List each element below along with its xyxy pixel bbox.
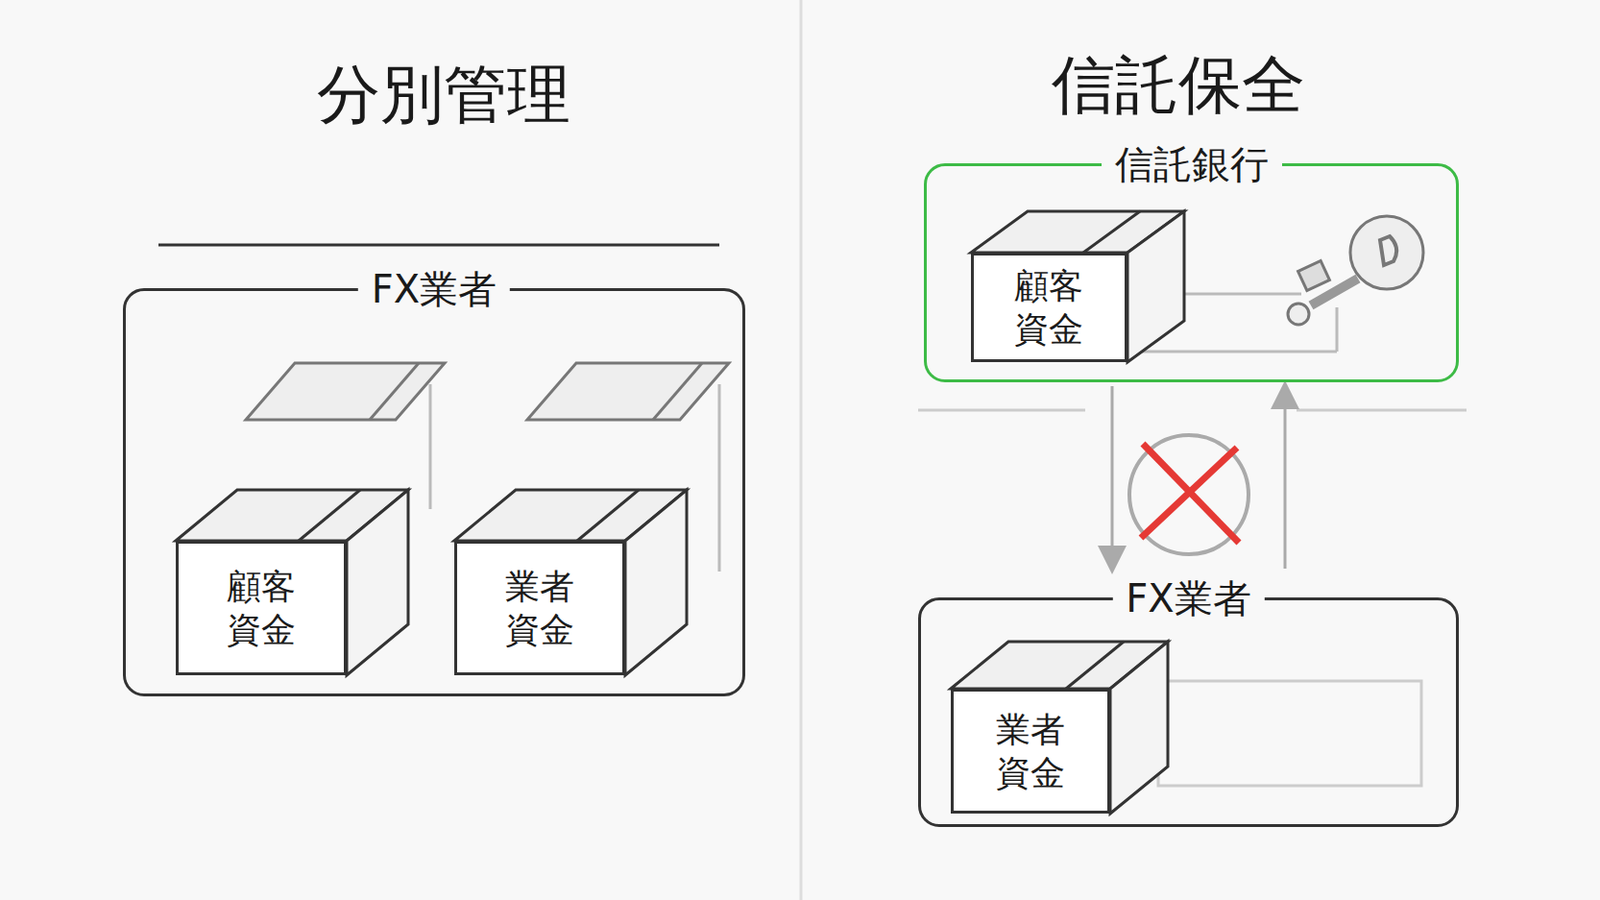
crate-lid (245, 363, 729, 420)
panel-title: 分別管理 (316, 63, 571, 127)
crate-tape (577, 489, 639, 541)
crate-side (625, 489, 687, 676)
company-box: FX業者業者 資金 (918, 597, 1459, 827)
rule-line (158, 243, 720, 247)
panel-title: 信託保全 (1051, 53, 1306, 118)
fund-box: 業者 資金 (454, 540, 626, 676)
crate-tape (1066, 641, 1124, 689)
flow-arrow (1284, 386, 1287, 569)
box-label: 顧客 資金 (221, 564, 302, 652)
crate-side (1127, 211, 1185, 363)
separator-line (918, 409, 1467, 413)
blocked-mark (1129, 435, 1249, 555)
crate-side (346, 489, 409, 676)
fund-box: 顧客 資金 (175, 540, 347, 676)
box-label: 業者 資金 (500, 564, 581, 652)
empty-slot (1158, 680, 1422, 786)
company-box: 信託銀行顧客 資金 (923, 163, 1459, 383)
company-box: FX業者顧客 資金業者 資金 (122, 288, 746, 697)
box-heading: 信託銀行 (1101, 143, 1283, 186)
crate-tape (1083, 211, 1140, 253)
divider (800, 0, 803, 900)
box-label: 業者 資金 (991, 707, 1071, 795)
crate-tape (298, 489, 361, 541)
flow-arrow (1111, 386, 1115, 569)
box-heading: FX業者 (358, 267, 510, 311)
box-label: 顧客 資金 (1009, 264, 1090, 351)
fund-box: 顧客 資金 (970, 252, 1128, 363)
crate-side (1110, 641, 1168, 814)
box-heading: FX業者 (1112, 577, 1264, 620)
fund-box: 業者 資金 (950, 688, 1111, 814)
